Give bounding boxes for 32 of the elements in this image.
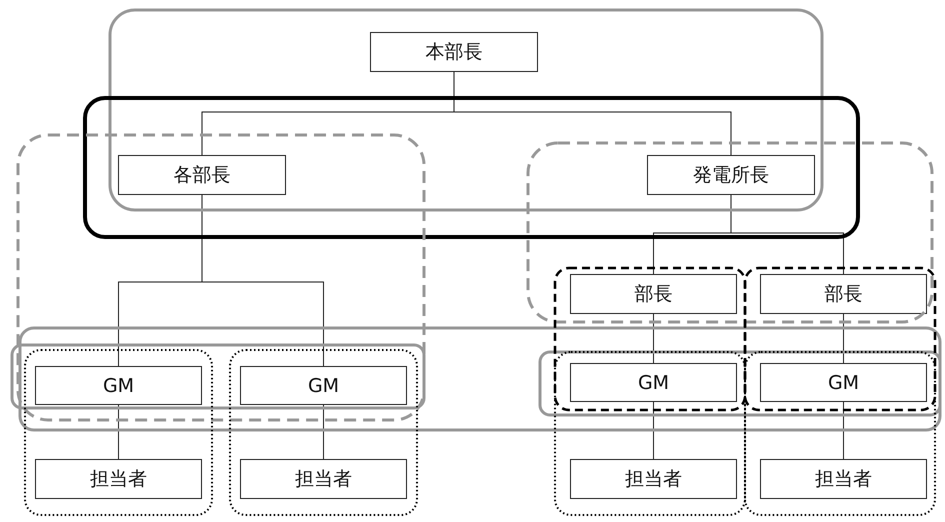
position-title: 担当者	[90, 467, 147, 492]
position-box	[760, 459, 927, 499]
position-title: 担当者	[295, 467, 352, 492]
position-title: 部長	[824, 282, 862, 307]
connector-line	[843, 402, 844, 460]
position-title: GM	[828, 372, 860, 394]
position-box	[570, 363, 737, 402]
position-box	[240, 459, 407, 499]
position-title: 担当者	[815, 467, 872, 492]
position-title: 部長	[634, 282, 672, 307]
connector-line	[653, 314, 654, 364]
position-box	[570, 274, 737, 314]
connector-line	[118, 404, 119, 460]
position-title: GM	[308, 374, 340, 396]
position-title: GM	[102, 374, 134, 396]
position-box	[570, 459, 737, 499]
position-box	[647, 155, 815, 195]
connector-line	[653, 402, 654, 460]
position-box	[760, 274, 927, 314]
position-title: GM	[638, 372, 670, 394]
position-box	[35, 459, 202, 499]
position-box	[118, 155, 286, 195]
position-title: 発電所長	[693, 163, 769, 188]
position-title: 本部長	[426, 40, 482, 65]
position-title: 各部長	[174, 163, 230, 188]
connector-line	[843, 314, 844, 364]
connector-line	[323, 404, 324, 460]
position-box	[370, 32, 538, 72]
position-title: 担当者	[625, 467, 682, 492]
position-box	[760, 363, 927, 402]
position-box	[35, 366, 202, 405]
position-box	[240, 366, 407, 405]
